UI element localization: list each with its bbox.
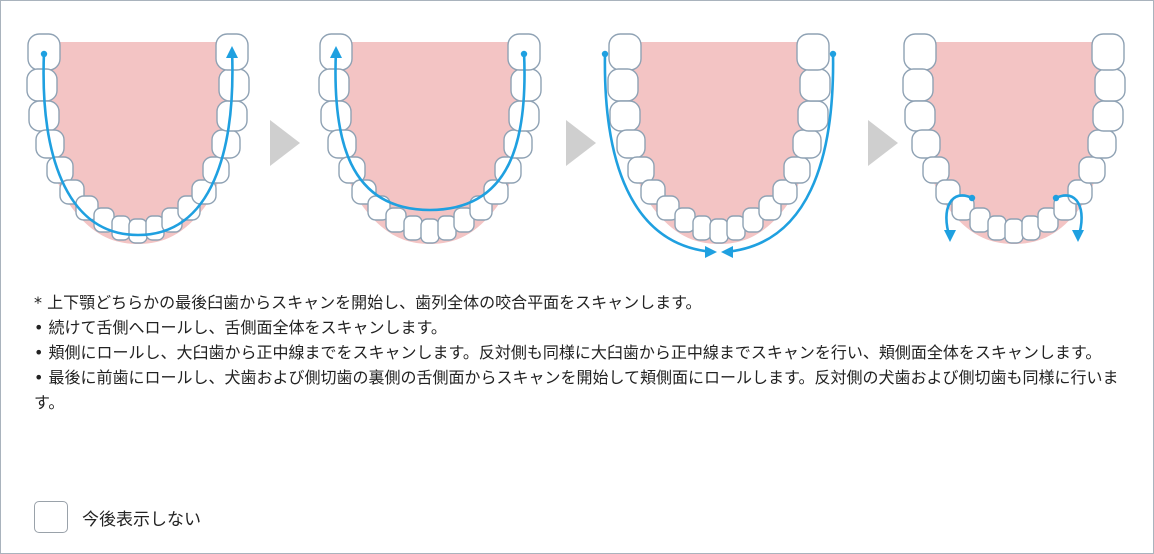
dont-show-again-label[interactable]: 今後表示しない	[82, 505, 201, 530]
tooth	[1088, 130, 1116, 158]
gum-area	[922, 42, 1107, 244]
tooth	[988, 216, 1006, 240]
gum-area	[46, 42, 231, 244]
arrow-head-icon	[1072, 230, 1084, 242]
tooth	[1079, 157, 1105, 183]
tooth	[784, 157, 810, 183]
tooth	[511, 69, 541, 101]
tooth	[319, 69, 349, 101]
tooth	[675, 208, 695, 232]
tooth	[693, 216, 711, 240]
arrow-head-icon	[705, 246, 717, 258]
anterior-scan-diagram	[890, 30, 1140, 270]
tooth	[800, 69, 830, 101]
arrow-head-icon	[944, 230, 956, 242]
tooth	[905, 101, 935, 131]
tooth	[797, 34, 829, 70]
arrow-head-icon	[721, 246, 733, 258]
tooth	[727, 216, 745, 240]
tooth	[219, 69, 249, 101]
tooth	[27, 69, 57, 101]
tooth	[610, 101, 640, 131]
tooth	[112, 216, 130, 240]
step-arrow-icon	[566, 120, 596, 166]
scan-start-dot	[521, 51, 527, 57]
tooth	[1005, 219, 1023, 243]
instruction-buccal: • 頬側にロールし、大臼歯から正中線までをスキャンします。反対側も同様に大臼歯か…	[34, 340, 1134, 365]
tooth	[798, 101, 828, 131]
tooth	[421, 219, 439, 243]
tooth	[923, 157, 949, 183]
tooth	[404, 216, 422, 240]
gum-area	[338, 42, 523, 244]
tooth	[903, 69, 933, 101]
dont-show-again-checkbox[interactable]	[34, 501, 68, 533]
instruction-anterior: • 最後に前歯にロールし、犬歯および側切歯の裏側の舌側面からスキャンを開始して頬…	[34, 365, 1134, 415]
tooth	[609, 34, 641, 70]
tooth	[438, 216, 456, 240]
tooth	[970, 208, 990, 232]
tooth	[912, 130, 940, 158]
occlusal-scan-diagram	[14, 30, 264, 270]
scan-start-dot	[41, 51, 47, 57]
scan-start-dot	[1053, 195, 1059, 201]
tooth	[617, 130, 645, 158]
instruction-occlusal: * 上下顎どちらかの最後臼歯からスキャンを開始し、歯列全体の咬合平面をスキャンし…	[34, 290, 1134, 315]
instruction-lingual: • 続けて舌側へロールし、舌側面全体をスキャンします。	[34, 315, 1134, 340]
dont-show-again-option[interactable]: 今後表示しない	[34, 500, 201, 534]
scan-start-dot	[969, 195, 975, 201]
tooth	[608, 69, 638, 101]
tooth	[129, 219, 147, 243]
buccal-scan-diagram	[595, 30, 845, 270]
tooth	[793, 130, 821, 158]
gum-area	[627, 42, 812, 244]
step-arrow-icon	[270, 120, 300, 166]
scan-start-dot	[602, 51, 608, 57]
tooth	[904, 34, 936, 70]
tooth	[710, 219, 728, 243]
tooth	[1093, 101, 1123, 131]
tooth	[386, 208, 406, 232]
scan-steps-illustration	[0, 0, 1154, 280]
tooth	[1095, 69, 1125, 101]
scan-start-dot	[830, 51, 836, 57]
lingual-scan-diagram	[306, 30, 556, 270]
scan-instructions: * 上下顎どちらかの最後臼歯からスキャンを開始し、歯列全体の咬合平面をスキャンし…	[34, 290, 1134, 415]
tooth	[628, 157, 654, 183]
tooth	[1092, 34, 1124, 70]
